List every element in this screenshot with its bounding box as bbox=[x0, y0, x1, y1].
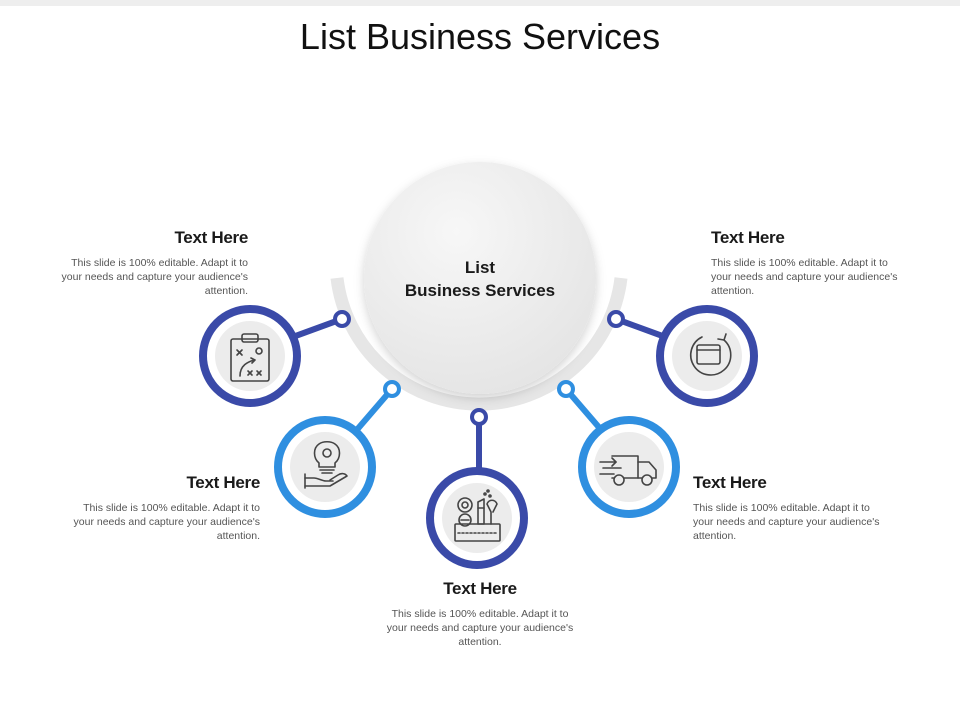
item-text-2: Text Here This slide is 100% editable. A… bbox=[60, 473, 261, 543]
item-description: This slide is 100% editable. Adapt it to… bbox=[61, 257, 248, 297]
connector-dot-1 bbox=[333, 310, 351, 328]
window-refresh-icon bbox=[689, 333, 732, 376]
item-description: This slide is 100% editable. Adapt it to… bbox=[386, 608, 574, 648]
item-ring-5 bbox=[656, 305, 758, 407]
connector-dot-5 bbox=[607, 310, 625, 328]
item-heading: Text Here bbox=[174, 228, 248, 247]
center-label: List Business Services bbox=[380, 256, 580, 302]
connector-5 bbox=[614, 316, 670, 341]
item-heading: Text Here bbox=[186, 473, 260, 492]
item-description: This slide is 100% editable. Adapt it to… bbox=[693, 502, 880, 542]
center-circle bbox=[364, 162, 596, 394]
top-strip bbox=[0, 0, 960, 6]
item-ring-1 bbox=[199, 305, 301, 407]
center-arc bbox=[330, 277, 628, 411]
page-title: List Business Services bbox=[299, 16, 661, 57]
item-description: This slide is 100% editable. Adapt it to… bbox=[711, 257, 898, 297]
center-label-line1: List bbox=[464, 258, 496, 277]
cosmetics-kit-icon bbox=[454, 489, 501, 542]
item-ring-3 bbox=[426, 467, 528, 569]
delivery-truck-icon bbox=[599, 455, 657, 486]
connector-dot-3 bbox=[470, 408, 488, 426]
item-heading: Text Here bbox=[693, 473, 767, 492]
connector-1 bbox=[288, 316, 344, 341]
item-text-5: Text Here This slide is 100% editable. A… bbox=[711, 228, 911, 298]
connector-2 bbox=[352, 387, 395, 434]
item-text-1: Text Here This slide is 100% editable. A… bbox=[48, 228, 249, 298]
item-text-3: Text Here This slide is 100% editable. A… bbox=[380, 579, 580, 649]
item-ring-4 bbox=[578, 416, 680, 518]
idea-in-hand-icon bbox=[304, 440, 348, 489]
center-label-line2: Business Services bbox=[404, 281, 556, 300]
item-heading: Text Here bbox=[711, 228, 785, 247]
connector-dot-4 bbox=[557, 380, 575, 398]
strategy-board-icon bbox=[230, 333, 270, 382]
item-heading: Text Here bbox=[443, 579, 517, 598]
item-text-4: Text Here This slide is 100% editable. A… bbox=[693, 473, 893, 543]
connector-dot-2 bbox=[383, 380, 401, 398]
item-description: This slide is 100% editable. Adapt it to… bbox=[73, 502, 260, 542]
connector-4 bbox=[563, 387, 606, 434]
